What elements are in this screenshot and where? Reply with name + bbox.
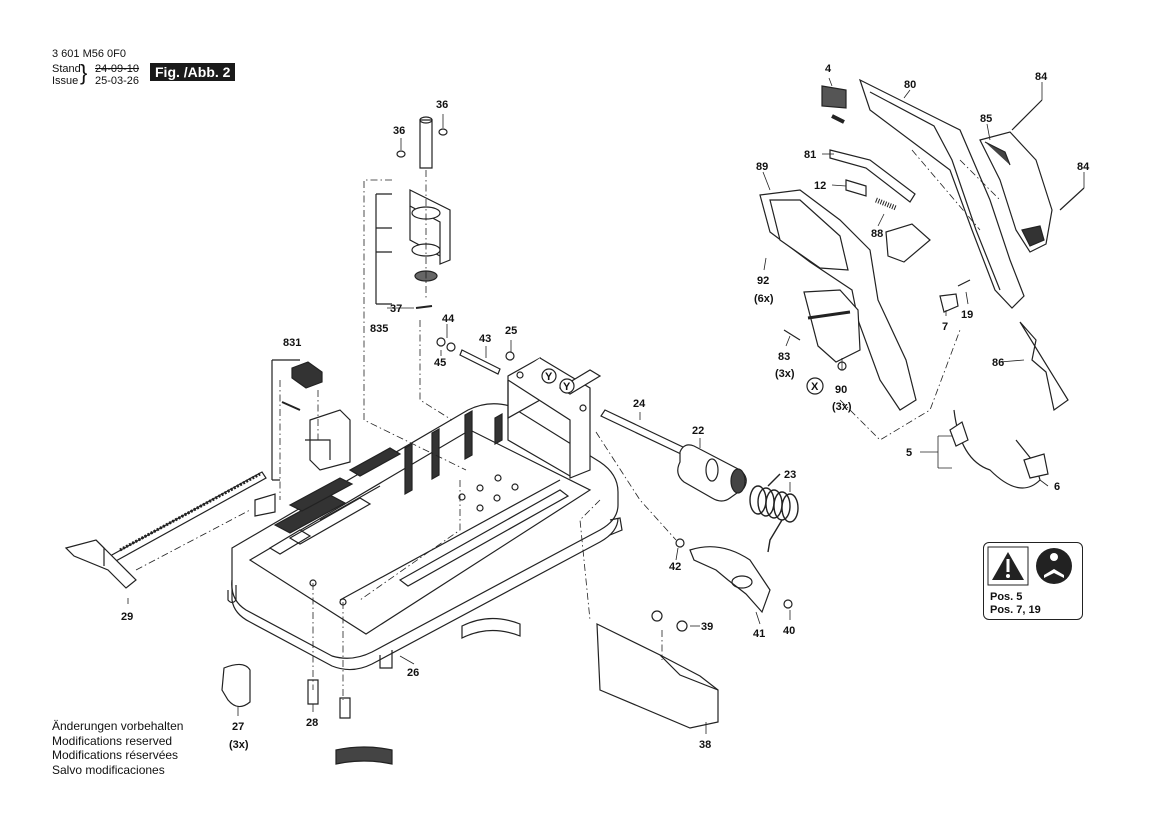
foot-27 xyxy=(221,663,251,708)
label-y1: Y xyxy=(545,371,553,383)
label-90: 90 xyxy=(835,384,847,396)
footnote-en: Modifications reserved xyxy=(52,733,173,748)
warning-triangle-icon xyxy=(987,546,1029,586)
assembly-lines xyxy=(135,149,1001,700)
screw-28b xyxy=(339,697,351,719)
label-40: 40 xyxy=(783,625,795,637)
label-37: 37 xyxy=(390,303,402,315)
label-835: 835 xyxy=(370,323,388,335)
label-28: 28 xyxy=(306,717,318,729)
label-y2: Y xyxy=(563,381,571,393)
label-x1: X xyxy=(811,381,819,393)
label-92: 92 xyxy=(757,275,769,287)
label-84b: 84 xyxy=(1077,161,1090,173)
marker-x1 xyxy=(806,377,824,395)
label-5: 5 xyxy=(906,447,912,459)
footnote-fr: Modifications réservées xyxy=(52,748,179,762)
bracket-835 xyxy=(375,193,392,305)
new-date: 25-03-26 xyxy=(95,75,140,87)
stand-label: Stand xyxy=(52,63,81,75)
label-41: 41 xyxy=(753,628,765,640)
leader-lines xyxy=(127,77,1085,734)
footnote-de: Änderungen vorbehalten xyxy=(52,719,184,733)
label-19: 19 xyxy=(961,309,973,321)
label-12: 12 xyxy=(814,180,826,192)
cover xyxy=(596,610,719,729)
label-81: 81 xyxy=(804,149,816,161)
label-88: 88 xyxy=(871,228,883,240)
spring xyxy=(749,473,799,553)
marker-y1 xyxy=(541,368,557,384)
label-25: 25 xyxy=(505,325,517,337)
label-27: 27 xyxy=(232,721,244,733)
part-labels: 4 80 84 85 84 89 81 12 88 92 (6x) 7 19 8… xyxy=(121,63,1090,751)
base-plate xyxy=(227,403,623,671)
label-831: 831 xyxy=(283,337,301,349)
label-84a: 84 xyxy=(1035,71,1048,83)
screw-28a xyxy=(307,679,319,705)
label-39: 39 xyxy=(701,621,713,633)
label-42: 42 xyxy=(669,561,681,573)
label-38: 38 xyxy=(699,739,711,751)
label-44: 44 xyxy=(442,313,455,325)
footnotes: Änderungen vorbehalten Modifications res… xyxy=(52,719,183,777)
label-43: 43 xyxy=(479,333,491,345)
handle-assembly xyxy=(759,78,1085,489)
base-pad xyxy=(335,746,393,765)
label-36b: 36 xyxy=(393,125,405,137)
old-date: 24-09-10 xyxy=(95,63,140,75)
label-22: 22 xyxy=(692,425,704,437)
shaft xyxy=(600,409,686,455)
figure-label: Fig. /Abb. 2 xyxy=(150,63,236,81)
warning-box: Pos. 5 Pos. 7, 19 xyxy=(983,542,1083,620)
label-27-qty: (3x) xyxy=(229,739,249,751)
label-26: 26 xyxy=(407,667,419,679)
vise-assembly xyxy=(254,361,351,517)
label-85: 85 xyxy=(980,113,992,125)
label-36a: 36 xyxy=(436,99,448,111)
label-45: 45 xyxy=(434,357,446,369)
issue-label: Issue xyxy=(52,75,79,87)
warning-line-2: Pos. 7, 19 xyxy=(990,604,1041,616)
label-29: 29 xyxy=(121,611,133,623)
label-23: 23 xyxy=(784,469,796,481)
pin-assembly xyxy=(436,337,515,375)
label-7: 7 xyxy=(942,321,948,333)
guard xyxy=(675,538,793,614)
sleeve xyxy=(677,444,747,502)
label-83-qty: (3x) xyxy=(775,368,795,380)
base-foot xyxy=(461,617,521,639)
clamp-rod-assembly xyxy=(396,116,451,309)
bracket-831 xyxy=(271,359,300,481)
label-80: 80 xyxy=(904,79,916,91)
label-92-qty: (6x) xyxy=(754,293,774,305)
threaded-rod xyxy=(64,471,267,589)
label-90-qty: (3x) xyxy=(832,401,852,413)
label-89: 89 xyxy=(756,161,768,173)
label-86: 86 xyxy=(992,357,1004,369)
warning-line-1: Pos. 5 xyxy=(990,591,1023,603)
label-83: 83 xyxy=(778,351,790,363)
warning-icons xyxy=(987,546,1072,586)
read-manual-icon xyxy=(1036,548,1072,584)
label-24: 24 xyxy=(633,398,646,410)
footnote-es: Salvo modificaciones xyxy=(52,762,165,777)
part-number: 3 601 M56 0F0 xyxy=(52,48,126,60)
brace-glyph: } xyxy=(80,60,88,85)
label-6: 6 xyxy=(1054,481,1060,493)
label-4: 4 xyxy=(825,63,832,75)
marker-y2 xyxy=(559,378,575,394)
